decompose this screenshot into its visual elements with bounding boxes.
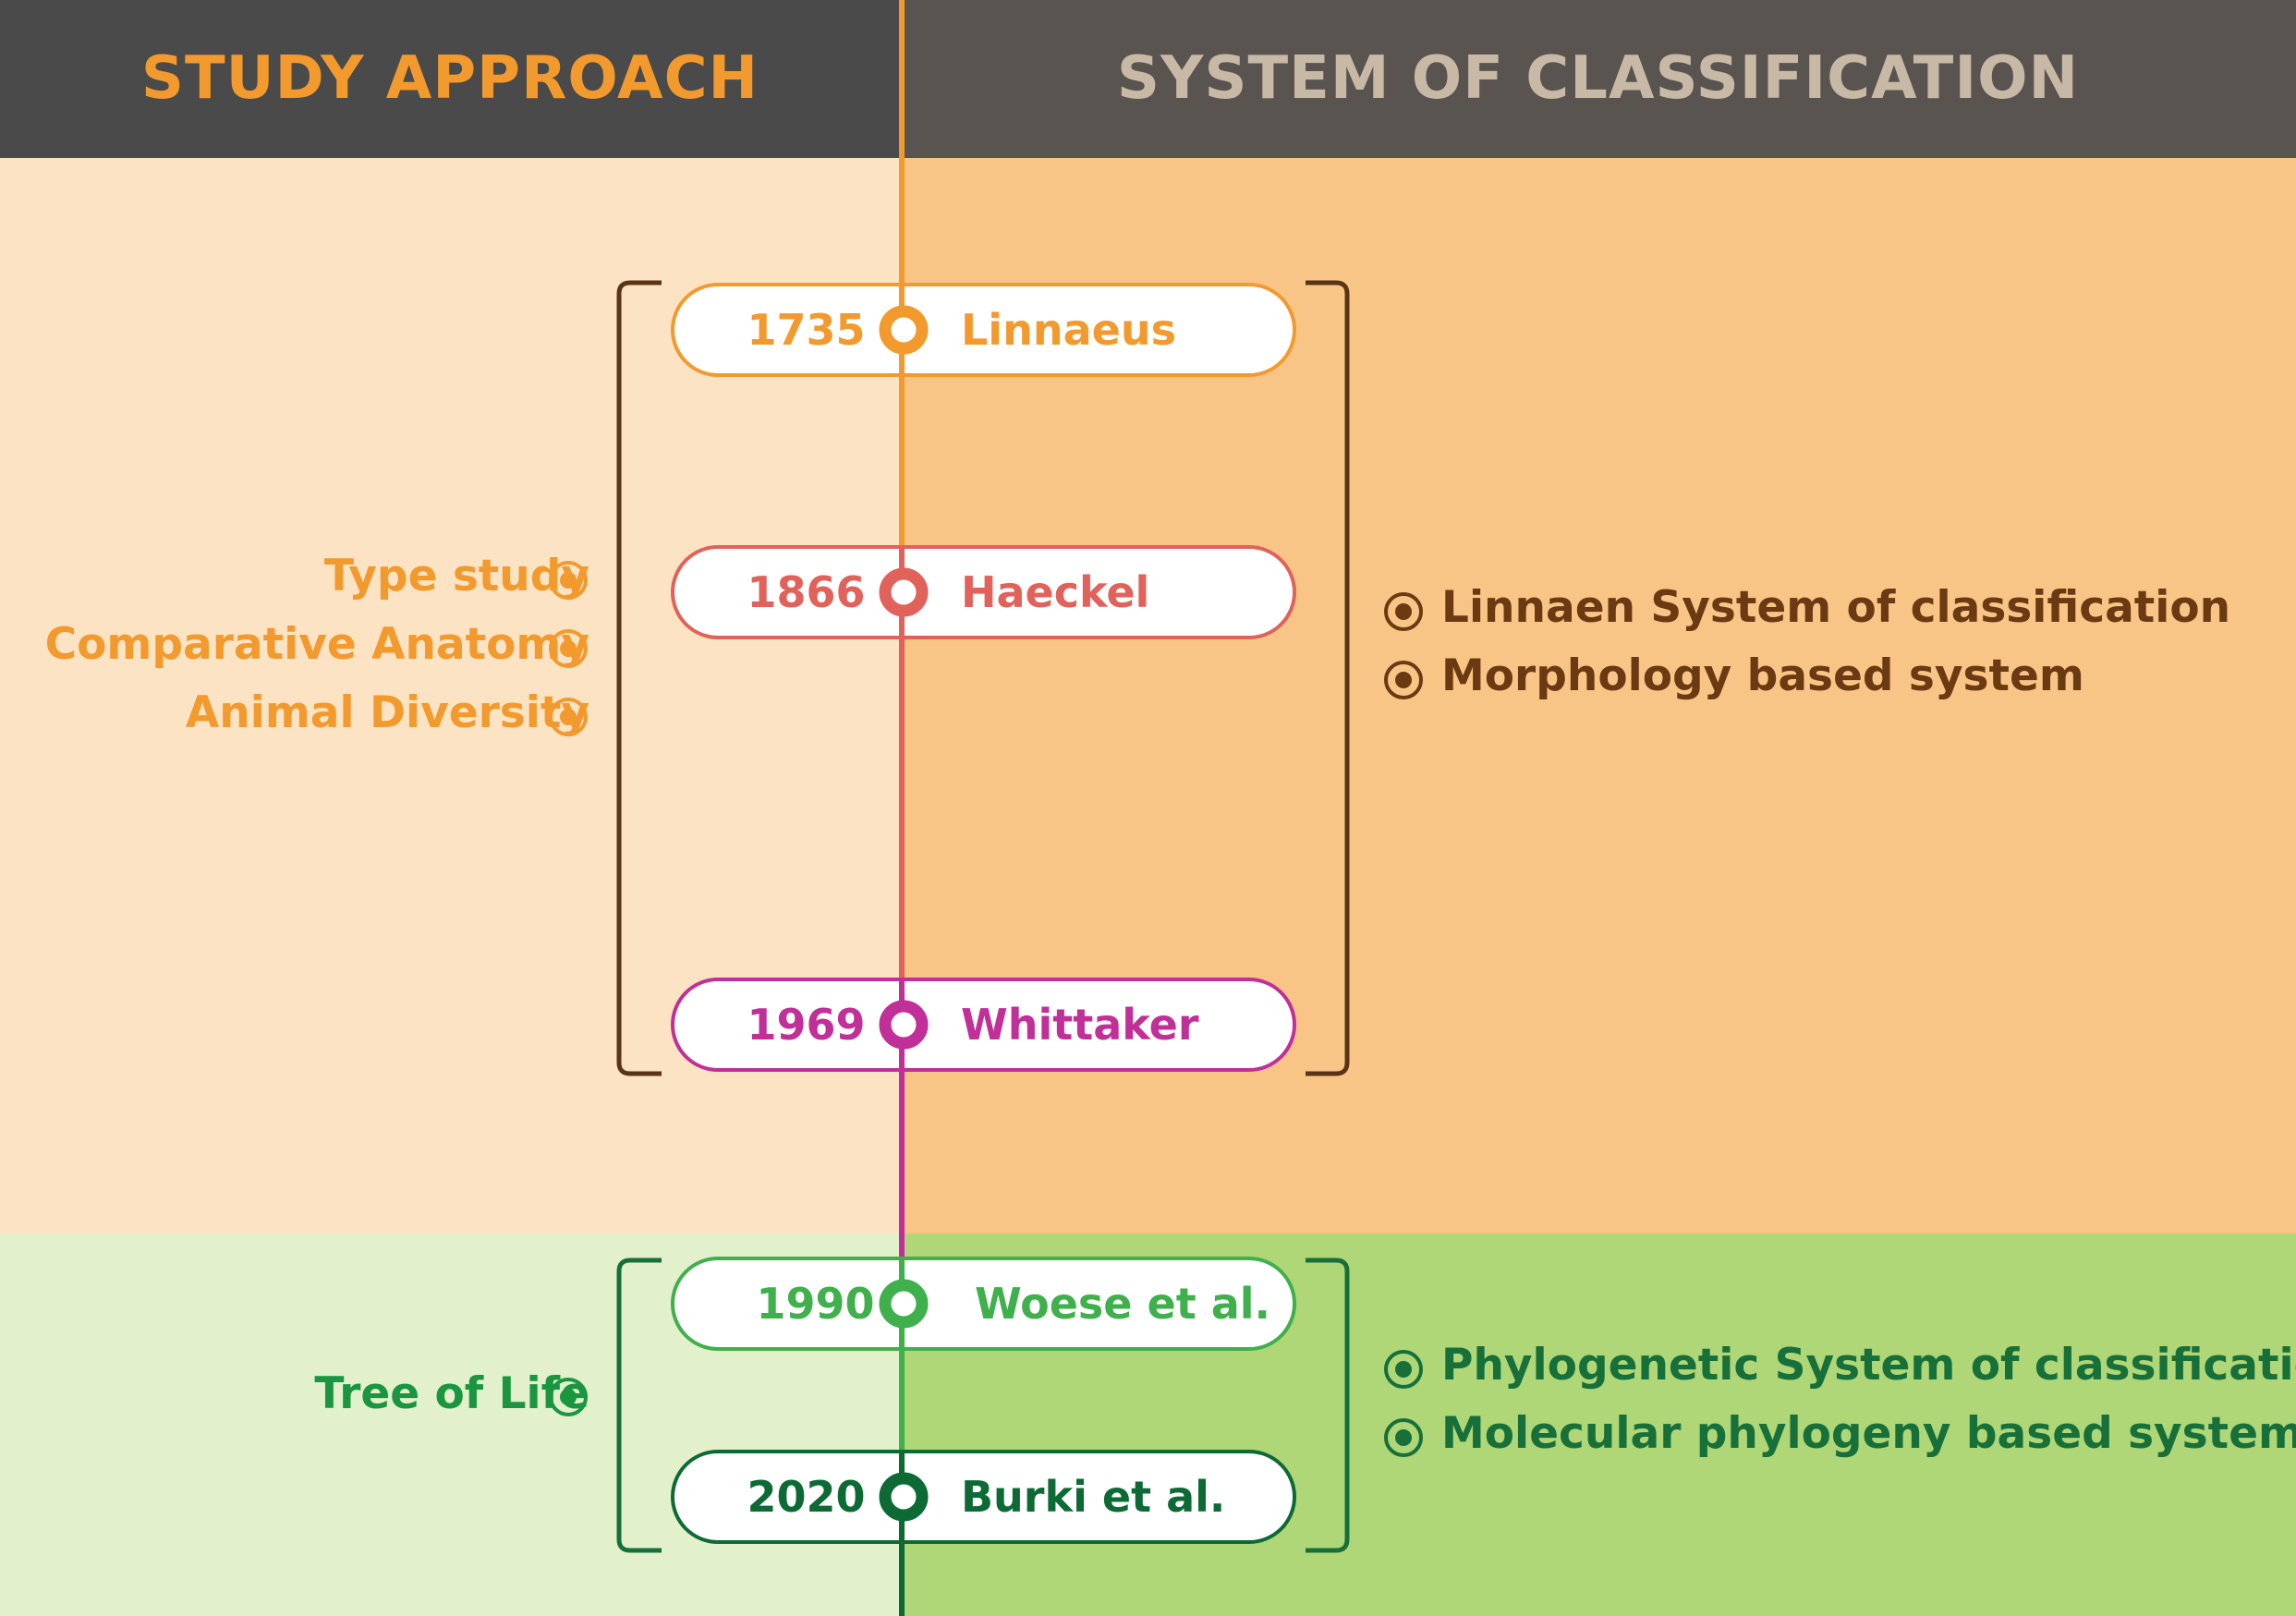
timeline-node-2020 xyxy=(879,1472,929,1522)
radio-bullet-icon xyxy=(1384,1350,1423,1389)
classification-phylogenetic-system: Phylogenetic System of classification xyxy=(1441,1340,2296,1391)
timeline-pill-whittaker xyxy=(671,978,1296,1072)
classification-morphology-based: Morphology based system xyxy=(1441,650,2084,701)
timeline-node-1866 xyxy=(879,567,929,617)
bracket-right-bottom xyxy=(1306,1258,1350,1553)
year-1990: 1990 xyxy=(756,1279,875,1329)
study-approach-heading: STUDY APPROACH xyxy=(140,44,759,113)
radio-bullet-icon xyxy=(549,1378,588,1416)
scientist-woese: Woese et al. xyxy=(975,1279,1270,1329)
year-1969: 1969 xyxy=(747,1000,866,1050)
bracket-right-top xyxy=(1306,280,1350,1076)
timeline-node-1969 xyxy=(879,1000,929,1050)
radio-bullet-icon xyxy=(1384,661,1423,699)
timeline-pill-woese xyxy=(671,1257,1296,1351)
radio-bullet-icon xyxy=(549,629,588,668)
bracket-left-bottom xyxy=(616,1258,662,1553)
timeline-pill-burki xyxy=(671,1450,1296,1544)
header-left-panel xyxy=(0,0,900,158)
approach-tree-of-life: Tree of Life xyxy=(314,1368,589,1419)
timeline-pill-linnaeus xyxy=(671,283,1296,377)
timeline-pill-haeckel xyxy=(671,545,1296,639)
radio-bullet-icon xyxy=(1384,1418,1423,1457)
timeline-node-1990 xyxy=(879,1279,929,1329)
bracket-left-top xyxy=(616,280,662,1076)
scientist-haeckel: Haeckel xyxy=(961,567,1150,617)
approach-comparative-anatomy: Comparative Anatomy xyxy=(44,619,589,670)
approach-animal-diversity: Animal Diversity xyxy=(185,687,589,738)
system-of-classification-heading: SYSTEM OF CLASSIFICATION xyxy=(1116,44,2080,113)
radio-bullet-icon xyxy=(549,698,588,736)
year-1735: 1735 xyxy=(747,305,866,355)
header-right-panel xyxy=(900,0,2296,158)
scientist-linnaeus: Linnaeus xyxy=(961,305,1176,355)
radio-bullet-icon xyxy=(1384,592,1423,631)
classification-molecular-phylogeny: Molecular phylogeny based system xyxy=(1441,1408,2296,1459)
year-1866: 1866 xyxy=(747,567,866,617)
scientist-whittaker: Whittaker xyxy=(961,1000,1199,1050)
timeline-node-1735 xyxy=(879,305,929,355)
year-2020: 2020 xyxy=(747,1472,866,1522)
classification-linnaen-system: Linnaen System of classification xyxy=(1441,582,2231,633)
approach-type-study: Type study xyxy=(323,551,589,601)
scientist-burki: Burki et al. xyxy=(961,1472,1226,1522)
radio-bullet-icon xyxy=(549,561,588,600)
